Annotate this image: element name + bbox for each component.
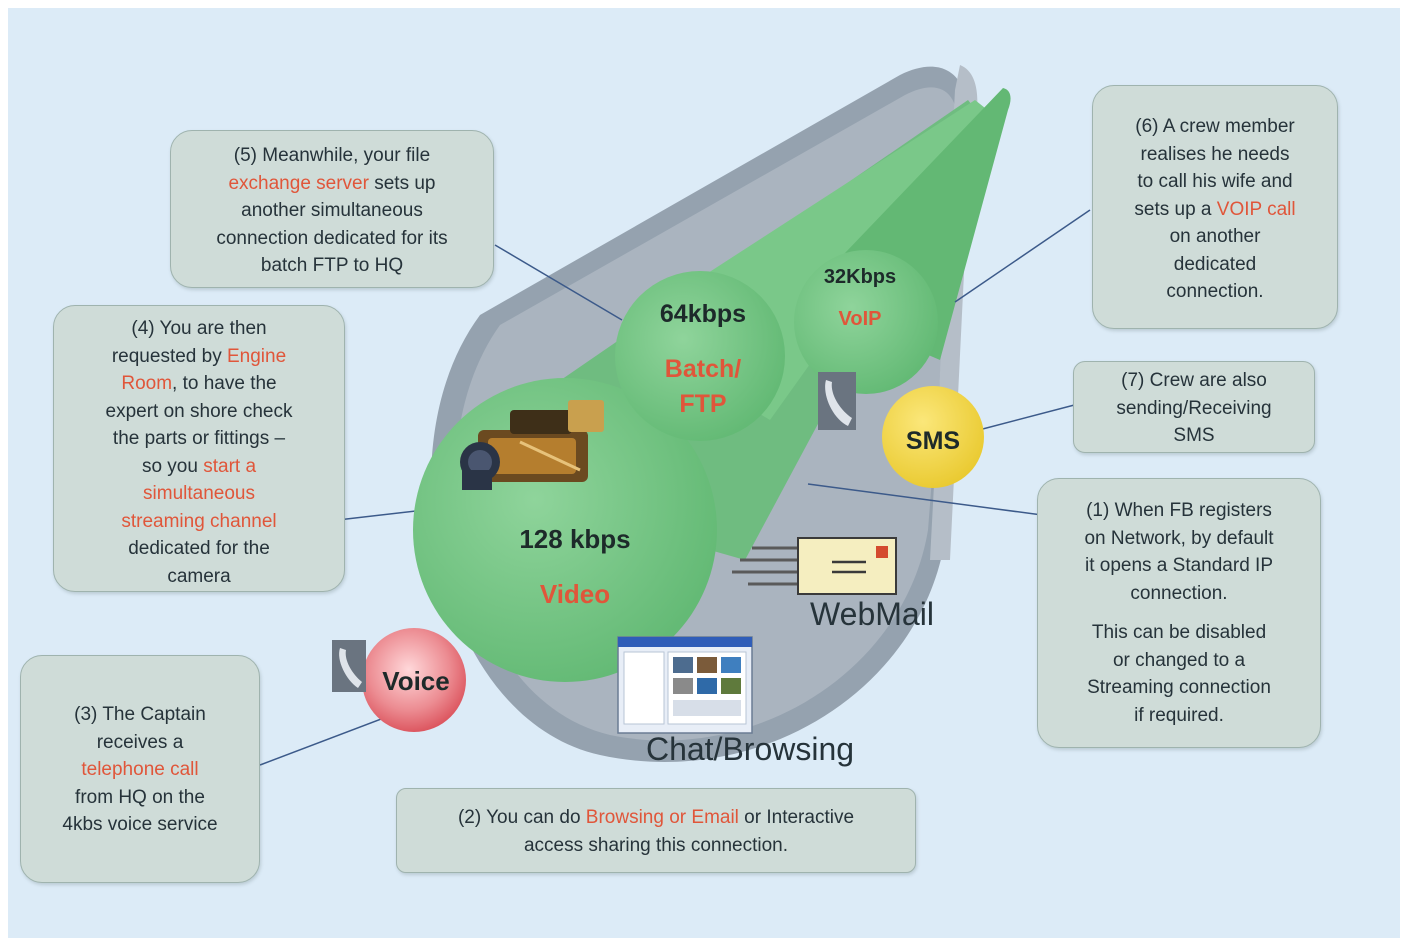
c5-line3: another simultaneous [241,200,423,221]
c5-line5: batch FTP to HQ [260,255,404,276]
c5-line1: (5) Meanwhile, your file [233,145,431,166]
chat-browsing-label: Chat/Browsing [646,731,854,767]
connector-5 [494,244,623,321]
c1-p1-line2: on Network, by default [1084,527,1274,549]
c3-line1: (3) The Captain [74,704,206,725]
c4-line2: requested by [111,345,227,367]
c1-p2-line2: or changed to a [1112,649,1246,671]
ftp-rate-label: 64kbps [660,300,746,328]
callout-6-voip: (6) A crew member realises he needs to c… [1092,85,1338,329]
c2-highlight: Browsing or Email [585,807,739,828]
c1-p1-line3: it opens a Standard IP [1084,555,1273,576]
c3-highlight: telephone call [81,759,199,780]
ftp-channel-bubble: 64kbps Batch/ FTP [615,271,785,441]
c4-highlight-engine: Engine [226,345,287,367]
connector-1 [807,483,1043,516]
c4-line3: , to have the [172,373,277,394]
c6-line2: realises he needs [1140,143,1290,165]
callout-2-browsing: (2) You can do Browsing or Email or Inte… [396,788,916,873]
c4-line1: (4) You are then [131,318,267,339]
c4-line5: the parts or fittings – [112,428,286,449]
video-rate-label: 128 kbps [519,524,630,554]
c1-p1-line1: (1) When FB registers [1086,500,1272,521]
browser-window-icon [617,636,753,734]
c6-line6: dedicated [1173,253,1257,275]
c4-highlight-start: start a [203,455,257,477]
c1-p2-line4: if required. [1134,704,1224,726]
c3-line2: receives a [96,731,184,753]
voice-label: Voice [382,666,449,696]
c7-line3: SMS [1173,425,1215,446]
c1-paragraph-2: This can be disabled or changed to a Str… [1038,619,1320,729]
callout-7-sms: (7) Crew are also sending/Receiving SMS [1073,361,1315,453]
phone-handset-icon [818,372,856,430]
c6-line4: sets up a [1134,198,1217,220]
c4-line9: dedicated for the [128,538,270,559]
c4-line4: expert on shore check [105,400,293,422]
voip-name-label: VoIP [839,308,882,330]
video-camera-icon [460,400,604,490]
connector-6 [954,209,1091,303]
sms-bubble: SMS [882,386,984,488]
c4-highlight-simultaneous: simultaneous [143,483,255,504]
c4-highlight-streaming: streaming channel [121,510,277,532]
c6-line5: on another [1169,226,1261,247]
c1-paragraph-1: (1) When FB registers on Network, by def… [1038,497,1320,607]
email-envelope-icon [732,537,897,595]
c1-p2-line1: This can be disabled [1091,622,1267,643]
c1-p2-line3: Streaming connection [1087,677,1271,698]
ftp-name-label-1: Batch/ [665,355,741,383]
sms-label: SMS [906,427,960,455]
c2-line2: access sharing this connection. [523,834,789,856]
c7-line2: sending/Receiving [1116,397,1272,419]
c6-line7: connection. [1166,281,1264,302]
callout-3-voice: (3) The Captain receives a telephone cal… [20,655,260,883]
video-name-label: Video [540,579,610,609]
c6-line1: (6) A crew member [1135,116,1295,137]
c1-p1-line4: connection. [1130,582,1228,604]
callout-4-streaming: (4) You are then requested by Engine Roo… [53,305,345,592]
c2-line1b: or Interactive [738,807,855,828]
callout-5-ftp: (5) Meanwhile, your file exchange server… [170,130,494,288]
ftp-name-label-2: FTP [679,390,726,418]
c5-line4: connection dedicated for its [216,227,448,249]
connector-7 [974,402,1083,432]
c3-line4: from HQ on the [75,786,205,808]
callout-1-standard-ip: (1) When FB registers on Network, by def… [1037,478,1321,748]
c2-line1a: (2) You can do [457,807,586,828]
c5-line2: sets up [368,172,436,194]
webmail-label: WebMail [810,596,934,632]
c4-line10: camera [167,565,231,587]
c4-highlight-room: Room [121,373,173,394]
c7-line1: (7) Crew are also [1121,370,1267,391]
c3-line5: 4kbs voice service [62,814,218,835]
voip-rate-label: 32Kbps [824,266,896,288]
phone-handset-icon [332,640,366,692]
voip-channel-bubble: 32Kbps VoIP [794,250,938,394]
c6-highlight: VOIP call [1216,198,1296,220]
voice-bubble: Voice [362,628,466,732]
c4-line6: so you [141,455,204,477]
c5-highlight: exchange server [228,172,369,194]
c6-line3: to call his wife and [1137,171,1293,192]
